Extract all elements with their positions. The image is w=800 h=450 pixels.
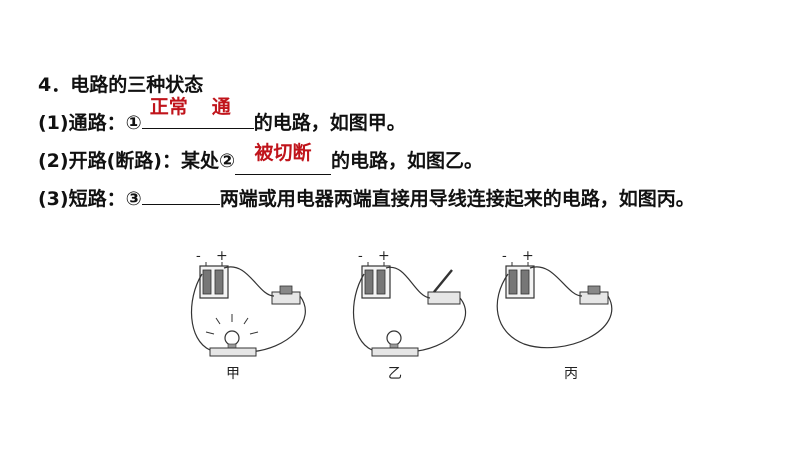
- figure-jia: - + 甲: [190, 248, 306, 382]
- lit-bulb-icon: [205, 314, 259, 357]
- item-closed-circuit: (1)通路：① 正常 通的电路，如图甲。: [38, 96, 768, 142]
- content: 4．电路的三种状态 (1)通路：① 正常 通的电路，如图甲。 (2)开路(断路)：某…: [38, 66, 768, 218]
- circuit-figures: - + 甲 - +: [190, 248, 613, 382]
- battery-minus-label: -: [196, 248, 201, 264]
- answer-2: 被切断: [254, 142, 312, 164]
- battery-plus-label: +: [378, 248, 390, 264]
- battery-icon: [361, 262, 391, 299]
- item-3-prefix: (3)短路：③: [38, 188, 142, 210]
- battery-minus-label: -: [502, 248, 507, 264]
- unlit-bulb-icon: [371, 330, 419, 357]
- battery-icon: [505, 262, 535, 299]
- item-2-prefix: (2)开路(断路)：某处②: [38, 150, 236, 172]
- item-1-suffix: 的电路，如图甲。: [253, 112, 406, 134]
- figure-label-yi: 乙: [388, 366, 402, 382]
- battery-plus-label: +: [216, 248, 228, 264]
- item-open-circuit: (2)开路(断路)：某处② 被切断的电路，如图乙。: [38, 142, 768, 180]
- item-2-suffix: 的电路，如图乙。: [331, 150, 484, 172]
- item-short-circuit: (3)短路：③ 两端或用电器两端直接用导线连接起来的电路，如图丙。: [38, 180, 768, 218]
- item-1-prefix: (1)通路：①: [38, 112, 142, 134]
- figure-bing: - + 丙: [496, 248, 613, 382]
- figure-yi: - + 乙: [352, 248, 467, 382]
- item-3-suffix: 两端或用电器两端直接用导线连接起来的电路，如图丙。: [219, 188, 695, 210]
- answer-blank-2: 被切断: [235, 142, 332, 175]
- battery-icon: [199, 262, 229, 299]
- battery-minus-label: -: [358, 248, 363, 264]
- answer-blank-1: 正常 通: [141, 96, 254, 129]
- answer-1b: 通: [211, 96, 231, 118]
- answer-blank-3: [141, 180, 220, 205]
- open-switch-icon: [427, 269, 461, 305]
- answer-1a: 正常: [149, 96, 188, 118]
- battery-plus-label: +: [522, 248, 534, 264]
- figure-label-bing: 丙: [564, 366, 578, 382]
- section-heading: 4．电路的三种状态: [38, 74, 204, 96]
- figure-label-jia: 甲: [226, 366, 240, 382]
- closed-switch-icon: [271, 285, 301, 305]
- closed-switch-icon: [579, 285, 609, 305]
